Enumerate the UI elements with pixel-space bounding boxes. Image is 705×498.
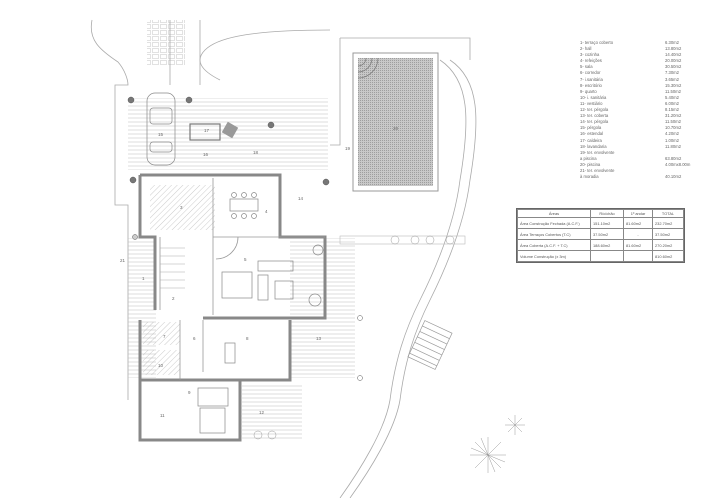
- deck-east: [290, 238, 355, 378]
- header-first-floor: 1º andar: [623, 209, 653, 218]
- room-label-5: 5: [244, 257, 247, 262]
- room-label-7: 7: [163, 334, 166, 339]
- interior-lines: [159, 178, 325, 380]
- room-label-14: 14: [298, 196, 304, 201]
- table-header-row: Áreas R/c/chão 1º andar TOTAL: [517, 209, 684, 218]
- cell: 188.60m2: [590, 239, 624, 251]
- boiler-room: [189, 123, 221, 141]
- bath-floor-2: [143, 350, 180, 375]
- kitchen-floor: [150, 185, 215, 230]
- cell: Volume Construção (x 3m): [517, 250, 591, 262]
- room-label-1: 1: [142, 276, 145, 281]
- room-label-6: 6: [193, 336, 196, 341]
- cell: [590, 250, 624, 262]
- room-label-3: 3: [180, 205, 183, 210]
- cell: 81.60m2: [623, 217, 653, 229]
- legend-item: 19- ter. envolvente: [580, 149, 615, 155]
- room-label-18: 18: [253, 150, 259, 155]
- room-label-2: 2: [172, 296, 175, 301]
- tree-icons: [253, 235, 525, 473]
- table-row: Volume Construção (x 3m) 810.60m2: [517, 250, 684, 262]
- room-label-15: 15: [158, 132, 164, 137]
- header-ground-floor: R/c/chão: [590, 209, 624, 218]
- legend-item: 21- ter. envolvente: [580, 167, 615, 173]
- furniture: [197, 192, 324, 434]
- water-heater-icon: [221, 121, 239, 139]
- room-label-13: 13: [316, 336, 322, 341]
- room-label-21: 21: [120, 258, 126, 263]
- room-label-11: 11: [160, 413, 165, 418]
- cell: 81.60m2: [623, 239, 653, 251]
- car-icon: [146, 92, 176, 166]
- cell: 151.10m2: [590, 217, 624, 229]
- room-label-12: 12: [259, 410, 265, 415]
- room-label-9: 9: [188, 390, 191, 395]
- room-label-8: 8: [246, 336, 249, 341]
- header-areas: Áreas: [517, 209, 591, 218]
- room-label-19: 19: [345, 146, 351, 151]
- pool: [352, 52, 439, 192]
- cell: 37.50m2: [652, 228, 684, 240]
- areas-table: Áreas R/c/chão 1º andar TOTAL Área Const…: [516, 208, 685, 263]
- cell: Área Construção Fechada (A.C.F.): [517, 217, 591, 229]
- cell: -: [623, 228, 653, 240]
- interior-stairs: [160, 247, 185, 289]
- cell: Área Terraços Cobertos (T.C): [517, 228, 591, 240]
- bath-floor-1: [143, 322, 180, 345]
- site-boundary: [90, 19, 477, 498]
- lawn-strip: [339, 235, 466, 245]
- cell: 810.60m2: [652, 250, 684, 262]
- paving-strip: [147, 20, 185, 65]
- garden-stairs: [407, 320, 453, 370]
- room-label-16: 16: [203, 152, 209, 157]
- table-row: Área Terraços Cobertos (T.C) 37.50m2 - 3…: [517, 228, 684, 240]
- columns: [127, 96, 363, 381]
- room-label-17: 17: [204, 128, 210, 133]
- cell: [623, 250, 653, 262]
- cell: 270.20m2: [652, 239, 684, 251]
- room-label-4: 4: [265, 209, 268, 214]
- table-row: Área Construção Fechada (A.C.F.) 151.10m…: [517, 217, 684, 229]
- cell: Área Coberta (A.C.F. + T.C): [517, 239, 591, 251]
- room-label-20: 20: [393, 126, 399, 131]
- room-label-10: 10: [158, 363, 164, 368]
- terrace-south: [242, 385, 302, 440]
- cell: 37.50m2: [590, 228, 624, 240]
- header-total: TOTAL: [652, 209, 684, 218]
- cell: 232.70m2: [652, 217, 684, 229]
- table-row: Área Coberta (A.C.F. + T.C) 188.60m2 81.…: [517, 239, 684, 251]
